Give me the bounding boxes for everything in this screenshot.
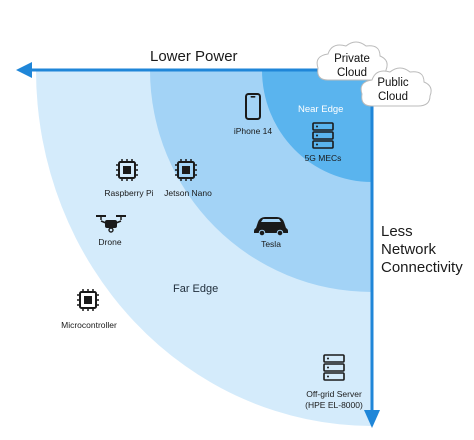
connectivity-axis-arrow	[364, 68, 380, 428]
server-icon	[312, 122, 334, 149]
drone-device: Drone	[96, 215, 126, 247]
mec-device: 5G MECs	[305, 122, 342, 163]
cloud-icon	[360, 67, 432, 107]
jetson-nano-label: Jetson Nano	[164, 188, 212, 198]
tesla-device: Tesla	[254, 217, 288, 249]
microcontroller-device: Microcontroller	[61, 289, 117, 330]
smartphone-icon	[245, 93, 261, 120]
cloud-icon	[316, 41, 388, 81]
connectivity-label-line3: Connectivity	[381, 259, 463, 276]
iphone-device: iPhone 14	[234, 93, 273, 136]
offgrid-server-device: Off-grid Server (HPE EL-8000)	[305, 354, 363, 410]
car-icon	[254, 217, 288, 237]
raspberry-pi-label: Raspberry Pi	[104, 188, 153, 198]
private-cloud: Private Cloud	[316, 41, 388, 81]
iphone-label: iPhone 14	[234, 126, 273, 136]
chip-icon	[116, 159, 138, 181]
offgrid-label-line2: (HPE EL-8000)	[305, 400, 363, 410]
server-icon	[323, 354, 345, 381]
chip-icon	[77, 289, 99, 311]
private-cloud-line1: Private	[334, 53, 370, 65]
connectivity-label-line1: Less	[381, 223, 413, 240]
power-axis-arrow	[16, 62, 374, 78]
connectivity-label-line2: Network	[381, 241, 437, 258]
offgrid-label-line1: Off-grid Server	[306, 389, 362, 399]
microcontroller-label: Microcontroller	[61, 320, 117, 330]
drone-icon	[96, 215, 126, 233]
far-edge-label: Far Edge	[173, 283, 218, 295]
raspberry-pi-device: Raspberry Pi	[104, 159, 154, 198]
public-cloud-line2: Cloud	[378, 91, 408, 103]
chip-icon	[175, 159, 197, 181]
tesla-label: Tesla	[261, 239, 281, 249]
mec-label: 5G MECs	[305, 153, 342, 163]
private-cloud-line2: Cloud	[337, 67, 367, 79]
drone-label: Drone	[98, 237, 121, 247]
power-axis-label: Lower Power	[150, 48, 238, 65]
near-edge-label: Near Edge	[298, 104, 343, 115]
public-cloud: Public Cloud	[360, 67, 432, 107]
public-cloud-line1: Public	[377, 77, 409, 89]
jetson-nano-device: Jetson Nano	[164, 159, 212, 198]
